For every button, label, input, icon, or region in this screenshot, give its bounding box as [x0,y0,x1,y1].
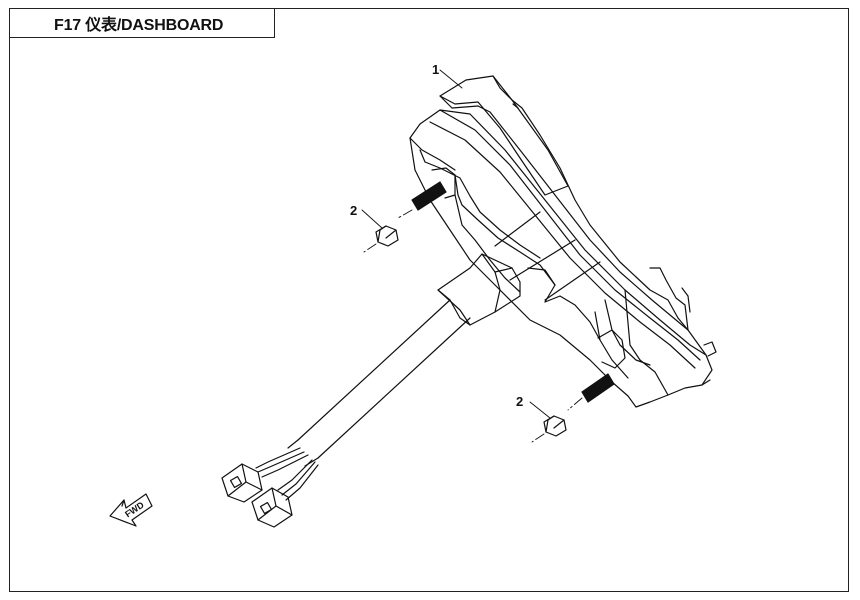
dashboard-housing [409,75,717,408]
callout-part-1: 1 [432,62,439,77]
cable-housing-block [437,253,521,326]
title-box: F17 仪表/DASHBOARD [9,8,275,38]
drawing-frame [9,8,849,592]
page-title: F17 仪表/DASHBOARD [54,17,224,34]
fwd-direction-arrow: FWD [109,493,153,527]
upper-stud [411,181,447,211]
connector-a [221,463,263,503]
callout-part-2-lower: 2 [516,394,523,409]
connector-b [251,487,293,528]
nut-upper [375,225,399,247]
callout-part-2-upper: 2 [350,203,357,218]
lower-stud [581,373,615,403]
assembly-lines [363,209,583,443]
wiring-harness [221,299,471,528]
leader-lines [361,69,551,419]
arrow-icon [109,493,153,527]
nut-lower [543,415,567,437]
